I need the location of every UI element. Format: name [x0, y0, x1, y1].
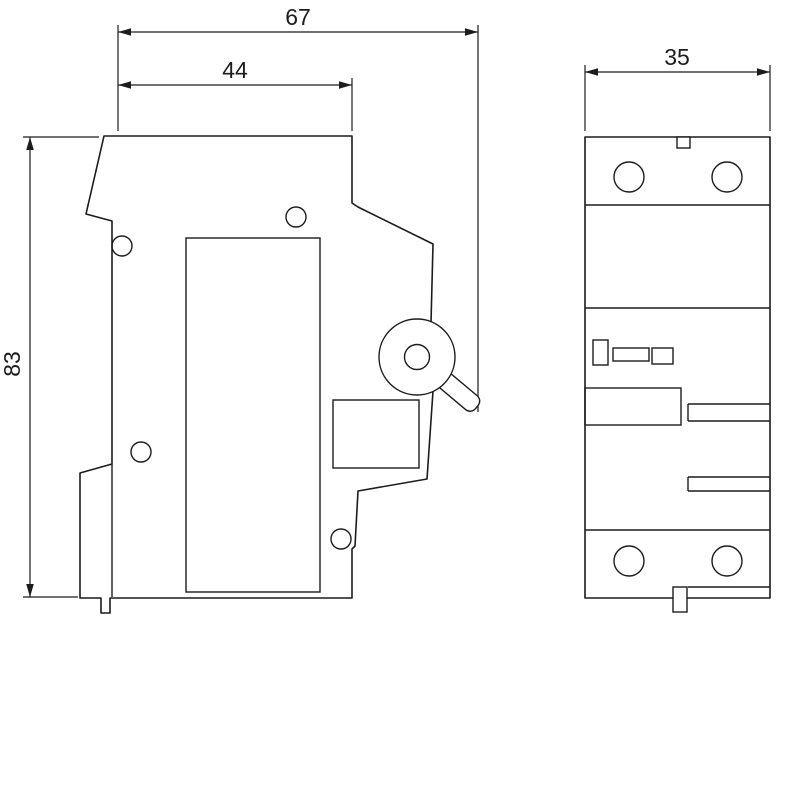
- arrowhead-left: [118, 28, 131, 36]
- pivot-axle-circle: [403, 343, 431, 371]
- dimension-83: 83: [0, 136, 99, 598]
- clip-detail-rect-1: [592, 339, 609, 366]
- mid-panel-rect: [584, 387, 682, 426]
- arrowhead-right: [339, 81, 352, 89]
- clip-detail-rect-3: [651, 347, 674, 365]
- pivot-boss-circle: [378, 318, 456, 396]
- rivet-hole-left-upper: [111, 235, 133, 257]
- arrowhead-left: [585, 68, 598, 76]
- dim-35-label: 35: [664, 44, 690, 70]
- terminal-screw-bottom-left: [613, 545, 645, 577]
- arrowhead-right: [465, 28, 478, 36]
- side-view: [79, 135, 481, 614]
- rivet-hole-left-lower: [130, 441, 152, 463]
- front-view-outline: [584, 136, 771, 599]
- arrowhead-bottom: [26, 584, 34, 597]
- dimension-35: 35: [584, 44, 771, 131]
- dim-44-label: 44: [222, 57, 248, 83]
- dim-83-label: 83: [0, 351, 25, 377]
- terminal-screw-top-left: [613, 161, 645, 193]
- rivet-hole-bottom: [330, 528, 352, 550]
- top-notch: [676, 136, 691, 149]
- dim-67-label: 67: [285, 4, 311, 30]
- arrowhead-right: [757, 68, 770, 76]
- mechanism-rect: [332, 399, 420, 469]
- arrowhead-left: [118, 81, 131, 89]
- side-view-outline: [79, 135, 434, 614]
- din-clip-tab: [672, 586, 688, 613]
- dimension-44: 44: [118, 57, 353, 131]
- rivet-hole-top: [285, 206, 307, 228]
- terminal-screw-bottom-right: [711, 545, 743, 577]
- dimension-67: 67: [117, 4, 479, 412]
- terminal-screw-top-right: [711, 161, 743, 193]
- clip-detail-rect-2: [612, 347, 650, 362]
- front-view: [584, 136, 771, 613]
- label-area-rect: [185, 237, 321, 593]
- arrowhead-top: [26, 137, 34, 150]
